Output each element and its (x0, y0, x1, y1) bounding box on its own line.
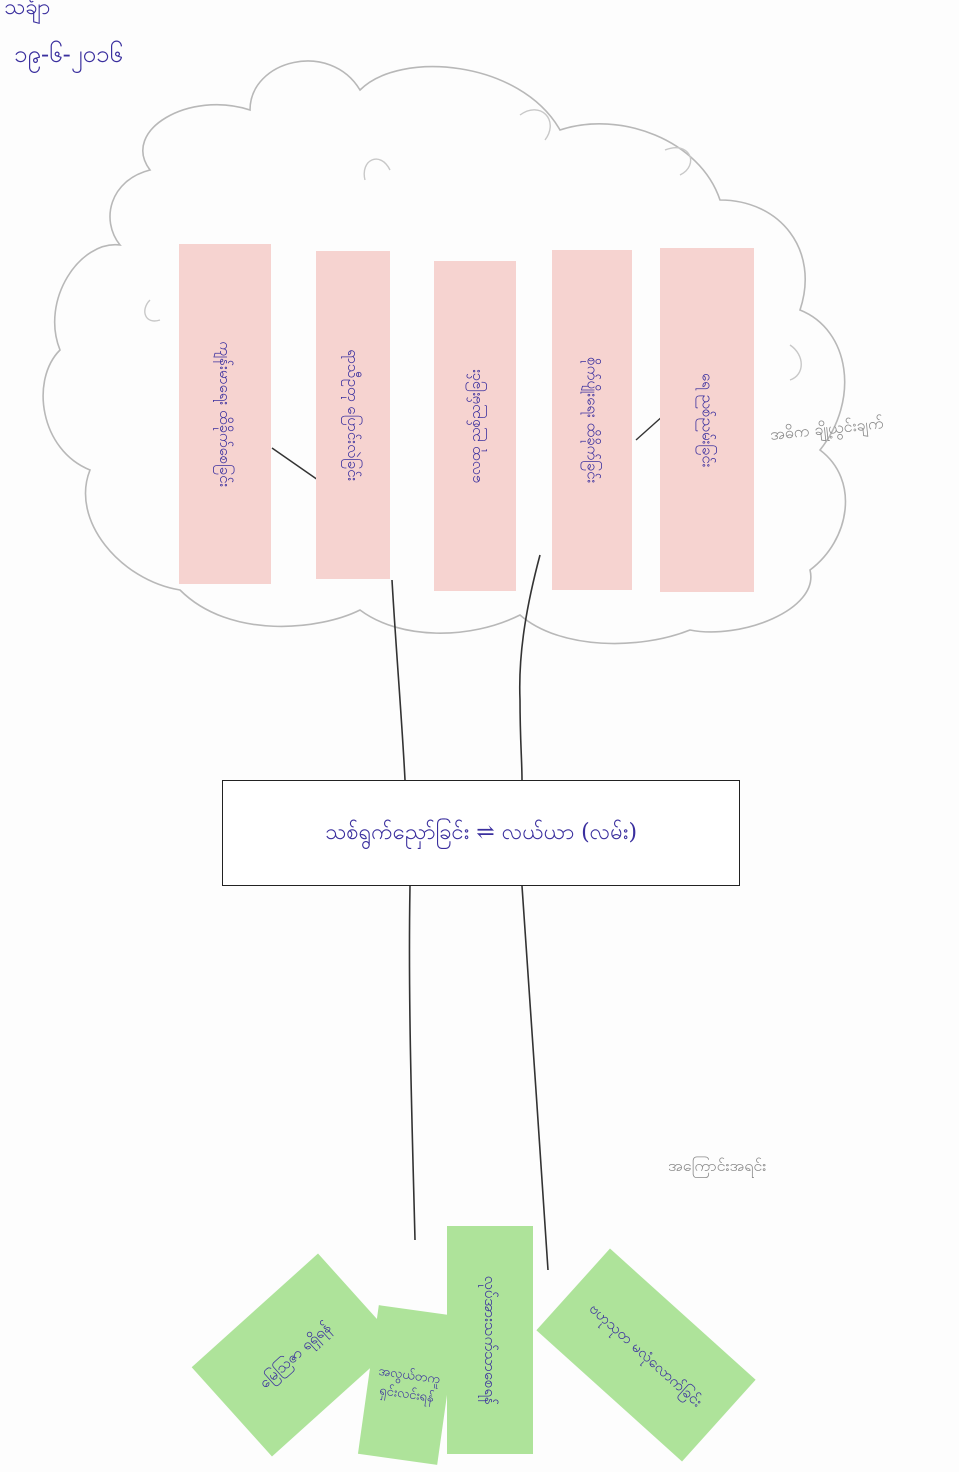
effect-card: စိုက်ပျိုးရေး ထိခိုက်ခြင်း (552, 250, 632, 590)
crown-scribble (519, 109, 551, 141)
worksheet-date: ၁၉-၆-၂၀၁၆ (14, 40, 124, 68)
cause-card: လုပ်အားသက်သာစေရန် (447, 1226, 533, 1454)
effect-card: ကျန်းမာရေး ထိခိုက်စေခြင်း (179, 244, 271, 584)
crown-scribble (144, 299, 161, 322)
central-problem-box: သစ်ရွက်ညှော်ခြင်း ⇌ လယ်ယာ (လမ်း) (222, 780, 740, 886)
root-label: အကြောင်းအရင်း (668, 1156, 767, 1175)
trunk-line-right (518, 554, 549, 1271)
effect-card: ရာသီဥတု ပြောင်းလဲခြင်း (316, 251, 390, 579)
effect-connector (271, 447, 319, 481)
effect-card: ရေ ညစ်ညမ်းခြင်း (660, 248, 754, 592)
trunk-line-left (391, 579, 416, 1241)
crown-scribble (664, 147, 692, 176)
tree-crown-outline (42, 60, 847, 645)
crown-scribble (363, 158, 391, 181)
effect-card: လေထု ညစ်ညမ်းခြင်း (434, 261, 516, 591)
crown-scribble (789, 344, 802, 381)
effect-connector (635, 414, 665, 441)
student-name: သင်္ချာ (4, 0, 51, 20)
central-problem-label: သစ်ရွက်ညှော်ခြင်း ⇌ လယ်ယာ (လမ်း) (324, 819, 638, 845)
